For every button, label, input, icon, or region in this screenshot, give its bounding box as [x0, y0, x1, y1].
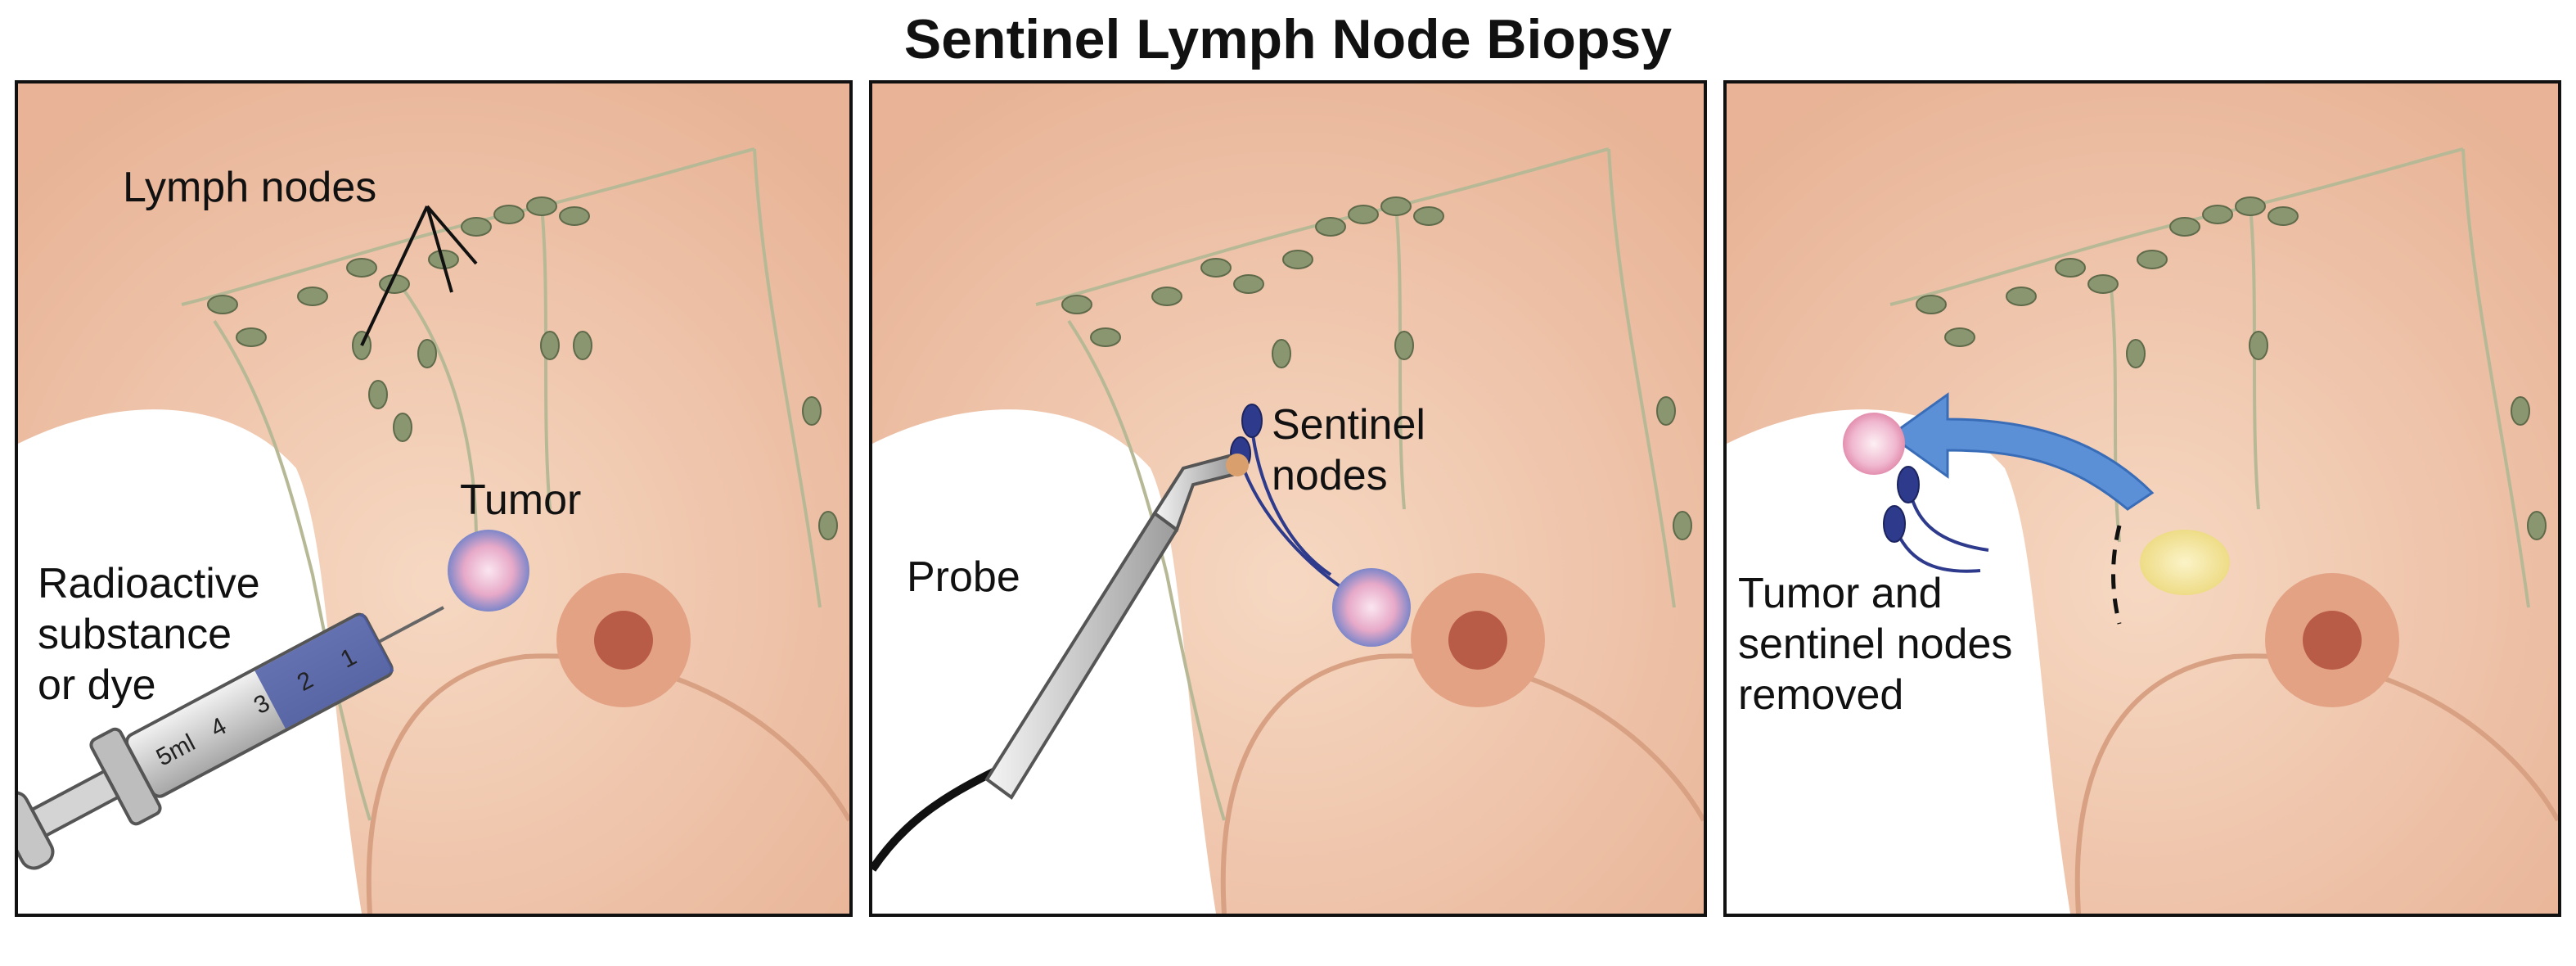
anatomy-illustration-injection: 1 2 3 4 5ml — [18, 84, 849, 914]
label-lymph-nodes: Lymph nodes — [123, 164, 377, 211]
breast-outline — [1220, 653, 1704, 914]
label-sentinel-nodes: Sentinel nodes — [1272, 401, 1425, 499]
lymph-node-cluster — [1061, 196, 1692, 540]
armpit-shape — [1727, 409, 2070, 914]
syringe-icon: 1 2 3 4 5ml — [18, 606, 444, 870]
removed-tumor — [1843, 413, 1905, 475]
breast-outline — [366, 653, 849, 914]
incision-line — [2111, 525, 2122, 625]
label-removed: Tumor and sentinel nodes removed — [1738, 570, 2013, 719]
label-tumor: Tumor — [460, 476, 582, 524]
lymph-node-cluster — [1916, 196, 2547, 540]
diagram-title: Sentinel Lymph Node Biopsy — [903, 8, 1673, 70]
label-injection-substance: Radioactive substance or dye — [38, 560, 260, 709]
lymph-node-cluster — [207, 196, 838, 540]
nipple — [1448, 611, 1507, 670]
removed-sentinel-nodes — [1883, 466, 1989, 573]
sentinel-node-chain — [1230, 404, 1349, 593]
lymph-nodes-callout-lines — [360, 205, 478, 346]
anatomy-illustration-removal — [1727, 84, 2558, 914]
label-probe: Probe — [907, 553, 1020, 601]
panel-removal: Tumor and sentinel nodes removed — [1723, 80, 2561, 917]
nipple — [2303, 611, 2362, 670]
tumor — [448, 530, 529, 612]
nipple — [594, 611, 653, 670]
panel-injection: 1 2 3 4 5ml Lymph nodes Tumor Radioactiv… — [15, 80, 853, 917]
anatomy-illustration-detection — [872, 84, 1704, 914]
tumor-removal-site — [2140, 530, 2230, 595]
tumor — [1332, 568, 1411, 647]
panel-detection: Probe Sentinel nodes — [869, 80, 1707, 917]
probe-icon — [872, 454, 1249, 872]
breast-outline — [2074, 653, 2558, 914]
